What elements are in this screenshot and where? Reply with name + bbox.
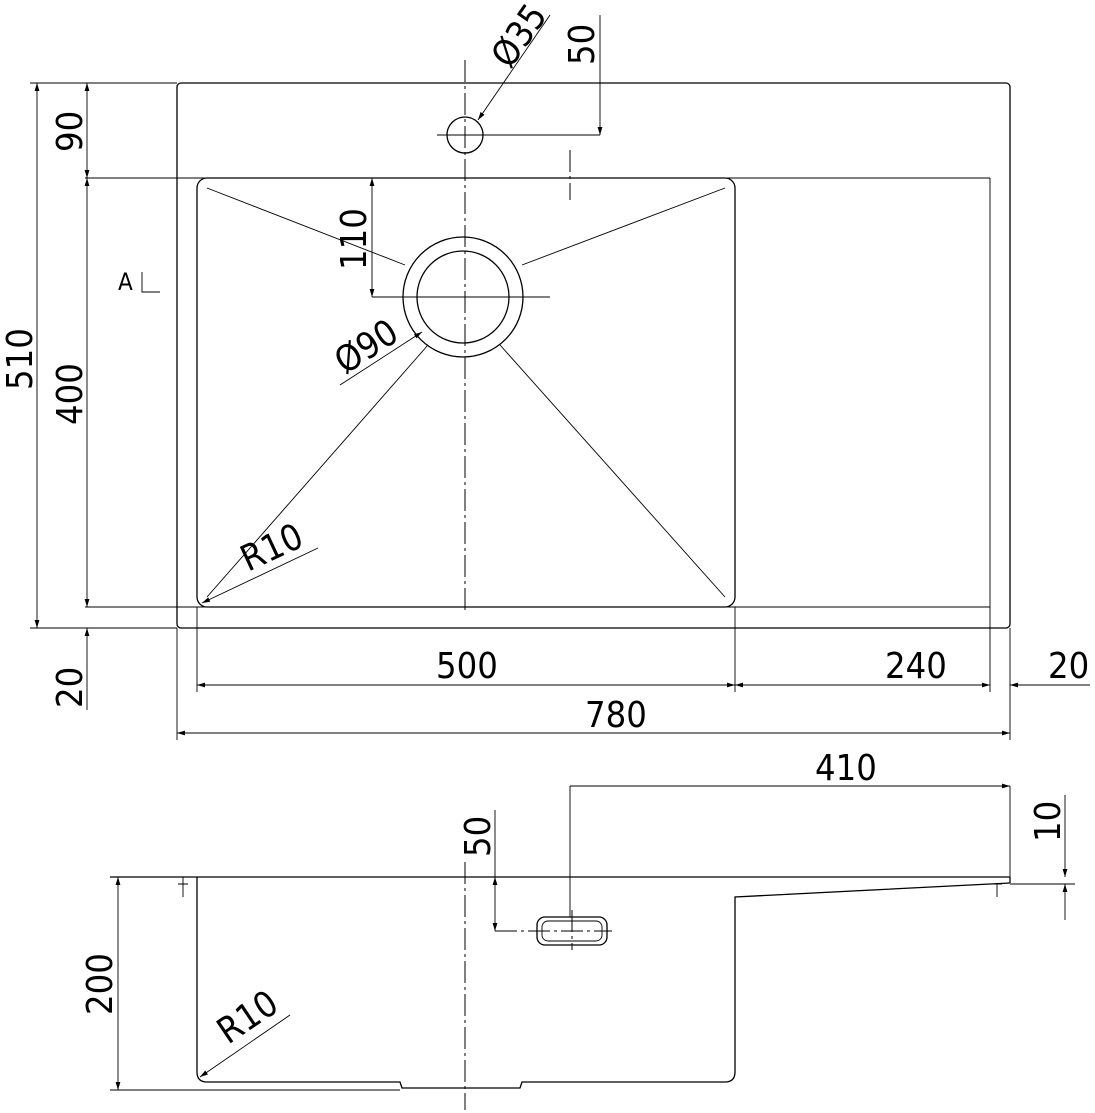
- section-mark-icon: [141, 272, 160, 293]
- bowl-profile: [196, 877, 1011, 1089]
- tap-hole-offset-label: 50: [562, 24, 603, 65]
- drain-offset-label: 110: [334, 208, 375, 270]
- top-view: Ø35 50 510 90 400 20 110 Ø90 A R10 500 2…: [0, 0, 1090, 740]
- bowl-height-label: 200: [80, 953, 121, 1015]
- overflow-offset-label: 410: [815, 748, 877, 789]
- side-corner-radius-label: R10: [210, 983, 286, 1053]
- top-corner-radius-label: R10: [234, 516, 309, 580]
- bottom-margin-label: 20: [50, 667, 91, 708]
- section-mark-label: A: [118, 268, 133, 296]
- overflow-depth-label: 50: [458, 816, 499, 857]
- top-margin-label: 90: [50, 111, 91, 152]
- bowl-outline: [196, 177, 736, 608]
- overall-width-label: 780: [585, 695, 647, 736]
- side-view: 410 10 50 200 R10: [80, 748, 1075, 1110]
- sink-outline: [176, 82, 1011, 629]
- right-margin-label: 20: [1048, 646, 1089, 687]
- tap-hole-diameter-label: Ø35: [484, 0, 556, 75]
- overall-depth-label: 510: [0, 328, 41, 390]
- bowl-depth-label: 400: [50, 363, 91, 425]
- drainboard-width-label: 240: [885, 646, 947, 687]
- drain-diameter-label: Ø90: [328, 312, 406, 383]
- bowl-width-label: 500: [436, 646, 498, 687]
- rim-height-label: 10: [1028, 801, 1069, 842]
